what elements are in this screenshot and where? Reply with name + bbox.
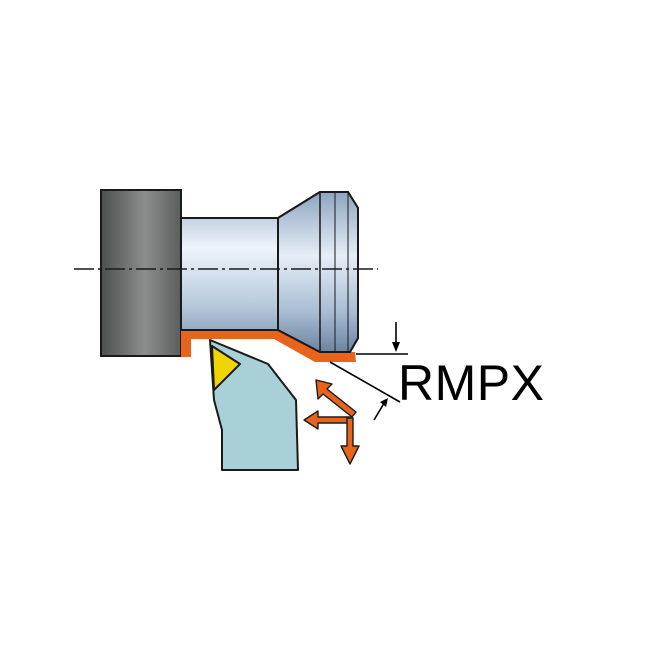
chuck-block: [100, 189, 182, 357]
cut-profile: [181, 329, 356, 362]
feed-direction-arrows: [303, 379, 360, 465]
cutting-insert: [211, 345, 241, 391]
feed-arrow-diagonal: [315, 379, 357, 418]
dimension-arrow-head: [380, 398, 388, 407]
dimension-leader-line: [329, 361, 401, 403]
feed-arrow-left: [303, 410, 351, 430]
feed-arrow-down: [340, 417, 360, 465]
dimension-arrow-head: [392, 342, 400, 352]
workpiece-head: [277, 191, 359, 353]
tool-designation-label: RMPX: [398, 355, 545, 411]
